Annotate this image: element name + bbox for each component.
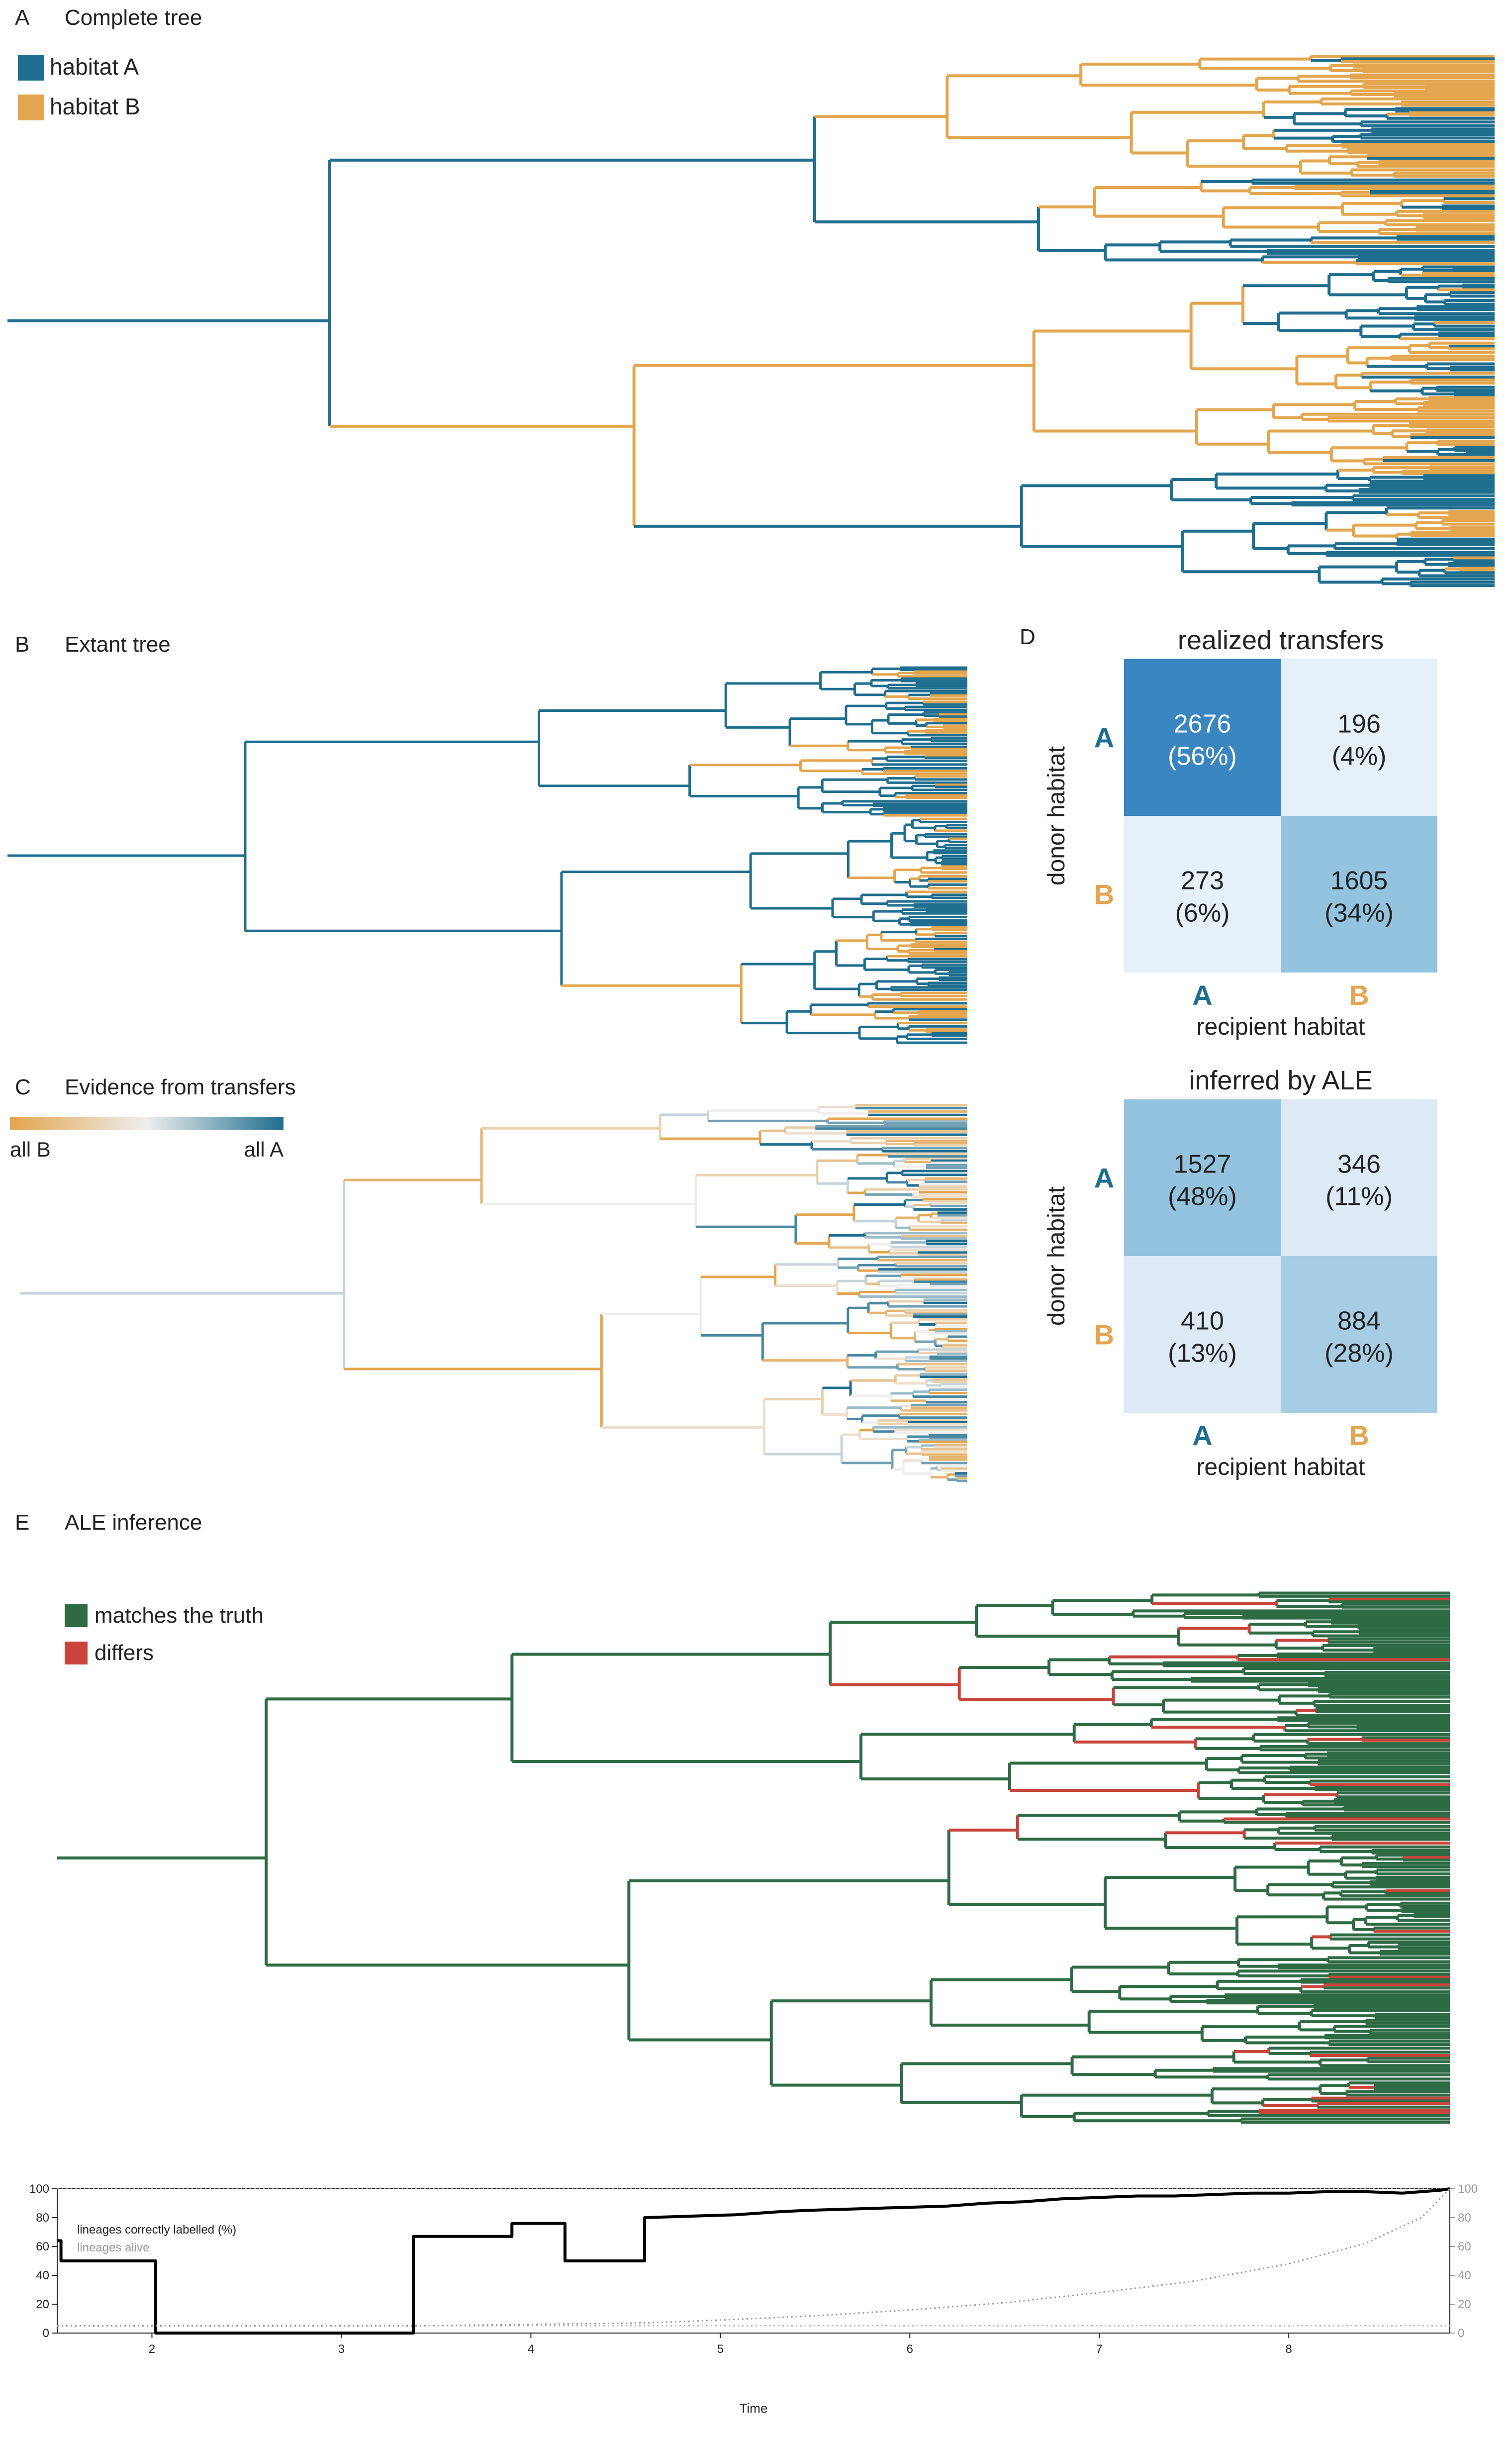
- row-label: B: [1094, 879, 1114, 910]
- extant-tree: [7, 666, 967, 1044]
- x-tick-label: 2: [149, 2342, 155, 2356]
- y2-tick-label: 20: [1458, 2298, 1471, 2311]
- cell-percent: (4%): [1332, 742, 1387, 771]
- matrix-cell: [1124, 1256, 1281, 1413]
- matrix-ylabel: donor habitat: [1043, 1186, 1070, 1326]
- cell-percent: (6%): [1175, 899, 1230, 928]
- cell-count: 196: [1337, 710, 1381, 739]
- matrix-title: inferred by ALE: [1189, 1066, 1372, 1095]
- matrix-cell: [1124, 1099, 1281, 1256]
- x-tick-label: 4: [528, 2342, 534, 2356]
- cell-percent: (28%): [1324, 1339, 1394, 1368]
- cell-count: 410: [1181, 1307, 1224, 1336]
- habitat-a-swatch: [18, 55, 44, 81]
- x-tick-label: 5: [717, 2342, 724, 2356]
- x-tick-label: 7: [1096, 2342, 1103, 2356]
- habitat-a-label: habitat A: [50, 54, 139, 80]
- col-label: A: [1192, 1420, 1212, 1451]
- x-axis-label: Time: [740, 2401, 768, 2416]
- matrix-cell: [1281, 1256, 1437, 1413]
- y2-tick-label: 0: [1458, 2327, 1464, 2340]
- panel-e-letter: E: [15, 1510, 29, 1535]
- colorbar-left-label: all B: [10, 1138, 51, 1161]
- colorbar-right-label: all A: [244, 1138, 284, 1161]
- series-2-legend: lineages alive: [77, 2241, 149, 2254]
- y-tick-label: 0: [43, 2327, 49, 2340]
- habitat-b-swatch: [18, 95, 44, 120]
- cell-count: 1527: [1174, 1150, 1231, 1179]
- evidence-tree: [20, 1104, 967, 1482]
- matrix-ylabel: donor habitat: [1043, 746, 1070, 885]
- panel-c-title: Evidence from transfers: [65, 1075, 296, 1099]
- panel-a-letter: A: [15, 5, 30, 30]
- cell-count: 346: [1337, 1150, 1381, 1179]
- matrix-cell: [1281, 659, 1437, 816]
- cell-percent: (34%): [1324, 899, 1394, 928]
- panel-e-title: ALE inference: [65, 1510, 202, 1535]
- panel-d-letter: D: [1020, 625, 1036, 649]
- matrix-cell: [1124, 816, 1281, 973]
- matrix-cell: [1281, 816, 1437, 973]
- cell-percent: (13%): [1168, 1339, 1237, 1368]
- matrix-1: realized transfers 2676 (56%) 196 (4%) 273 (6%…: [1043, 625, 1437, 1040]
- panel-b-title: Extant tree: [65, 632, 171, 657]
- cell-percent: (56%): [1168, 742, 1237, 771]
- series-line-1: [57, 2187, 1450, 2335]
- matrix-2: inferred by ALE 1527 (48%) 346 (11%) 410 (13%)…: [1043, 1066, 1437, 1480]
- y2-tick-label: 40: [1458, 2269, 1471, 2282]
- y2-tick-label: 80: [1458, 2211, 1471, 2225]
- panel-a-title: Complete tree: [65, 5, 202, 30]
- plot-frame: [57, 2188, 1450, 2334]
- panel-b-letter: B: [15, 632, 29, 657]
- cell-count: 273: [1181, 867, 1224, 895]
- col-label: B: [1349, 1420, 1369, 1451]
- matrix-xlabel: recipient habitat: [1197, 1454, 1365, 1480]
- row-label: B: [1094, 1319, 1114, 1351]
- matrix-xlabel: recipient habitat: [1197, 1014, 1365, 1040]
- matches-label: matches the truth: [94, 1603, 264, 1628]
- ale-inference-tree: [57, 1591, 1450, 2124]
- lineage-chart: lineages correctly labelled (%) lineages…: [29, 2182, 1478, 2416]
- cell-percent: (11%): [1325, 1182, 1393, 1211]
- row-label: A: [1094, 1163, 1114, 1194]
- matrix-cell: [1124, 659, 1281, 816]
- y2-tick-label: 60: [1458, 2240, 1471, 2253]
- col-label: A: [1192, 979, 1212, 1011]
- matrix-title: realized transfers: [1178, 625, 1384, 655]
- habitat-b-label: habitat B: [50, 94, 140, 119]
- cell-percent: (48%): [1168, 1182, 1237, 1211]
- series-1-legend: lineages correctly labelled (%): [77, 2223, 236, 2237]
- y-tick-label: 100: [29, 2182, 49, 2196]
- differs-swatch: [65, 1642, 88, 1664]
- matrix-cell: [1281, 1099, 1437, 1256]
- cell-count: 2676: [1174, 710, 1231, 739]
- col-label: B: [1349, 979, 1369, 1011]
- y-tick-label: 20: [36, 2298, 49, 2311]
- y2-tick-label: 100: [1458, 2182, 1478, 2196]
- x-tick-label: 8: [1286, 2342, 1292, 2356]
- panel-e-legend: matches the truth differs: [65, 1603, 264, 1665]
- panel-a-legend: habitat A habitat B: [18, 54, 140, 120]
- row-label: A: [1094, 722, 1114, 754]
- x-tick-label: 6: [907, 2342, 913, 2356]
- evidence-colorbar: [10, 1117, 284, 1130]
- cell-count: 1605: [1330, 867, 1388, 895]
- y-tick-label: 40: [36, 2269, 49, 2282]
- matches-swatch: [65, 1604, 88, 1627]
- transfer-matrices: realized transfers 2676 (56%) 196 (4%) 273 (6%…: [1043, 625, 1437, 1480]
- y-tick-label: 80: [36, 2211, 49, 2225]
- panel-c-letter: C: [15, 1075, 31, 1099]
- complete-tree: [7, 55, 1495, 587]
- differs-label: differs: [94, 1641, 154, 1665]
- y-tick-label: 60: [36, 2240, 49, 2253]
- series-line-2: [57, 2188, 1451, 2327]
- x-tick-label: 3: [338, 2342, 345, 2356]
- cell-count: 884: [1337, 1307, 1381, 1336]
